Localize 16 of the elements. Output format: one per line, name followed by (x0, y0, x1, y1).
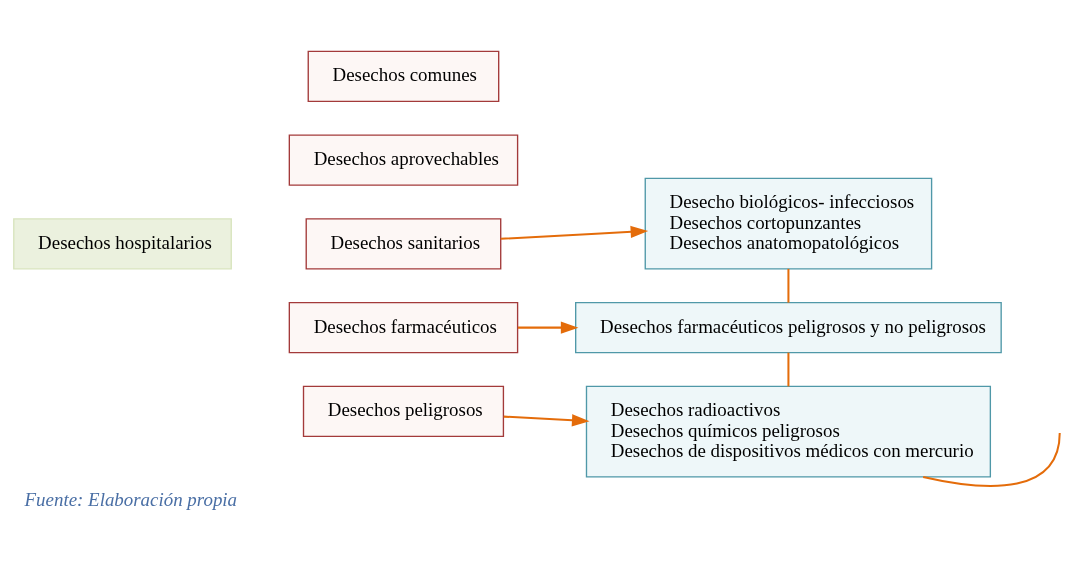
node-box: Desechos comunes (307, 50, 500, 103)
connector (787, 268, 790, 303)
node-box: Desechos aprovechables (288, 134, 519, 186)
node-box: Desechos hospitalarios (13, 218, 232, 270)
connector (922, 432, 1061, 487)
caption: Fuente: Elaboración propia (24, 488, 238, 510)
arrow (517, 321, 579, 334)
connector (787, 352, 790, 387)
node-box: Desechos farmacéuticos (288, 301, 519, 354)
node-box: Desechos radioactivos Desechos químicos peligrosos Desechos de dispositivos médicos con mercurio (585, 385, 992, 478)
node-box: Desecho biológicos- infecciosos Desechos cortopunzantes Desechos anatomopatológicos (644, 177, 933, 270)
node-box: Desechos farmacéuticos peligrosos y no peligrosos (575, 301, 1002, 354)
node-box: Desechos peligrosos (302, 385, 505, 438)
node-box: Desechos sanitarios (305, 218, 502, 270)
arrow (500, 225, 649, 240)
arrow (503, 414, 590, 427)
